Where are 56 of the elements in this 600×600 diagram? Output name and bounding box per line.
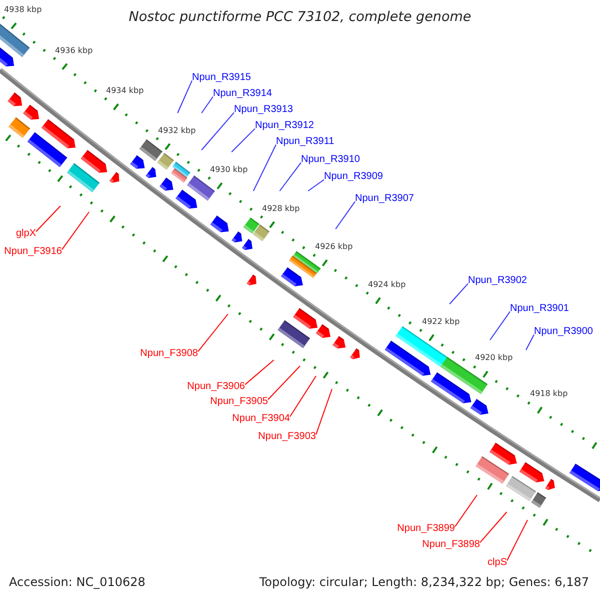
gene-label: Npun_R3907 bbox=[355, 193, 414, 205]
footer-text: Topology: circular; Length: 8,234,322 bp; Genes: 6,187 bbox=[259, 575, 589, 590]
map-title: Nostoc punctiforme PCC 73102, complete genome bbox=[128, 9, 472, 26]
leader-line bbox=[62, 212, 90, 250]
gene-label: Npun_F3899 bbox=[397, 523, 455, 535]
leader-line bbox=[506, 520, 528, 562]
scale-label: 4934 kbp bbox=[106, 86, 144, 96]
leader-line bbox=[308, 179, 324, 192]
gene-label: Npun_R3900 bbox=[534, 326, 593, 338]
gene-label: Npun_R3901 bbox=[510, 303, 569, 315]
leader-line bbox=[201, 112, 234, 150]
scale-label: 4936 kbp bbox=[55, 46, 93, 56]
leader-line bbox=[177, 80, 192, 114]
leader-line bbox=[290, 376, 316, 418]
leader-line bbox=[480, 512, 508, 544]
scale-label: 4920 kbp bbox=[475, 353, 513, 363]
leader-line bbox=[279, 162, 302, 192]
gene-label: Npun_F3905 bbox=[210, 396, 268, 408]
leader-line bbox=[201, 96, 214, 114]
leader-line bbox=[244, 360, 274, 386]
gene-label: Npun_F3916 bbox=[4, 246, 62, 258]
gene-label: Npun_R3912 bbox=[255, 120, 314, 132]
leader-line bbox=[335, 201, 356, 230]
gene-label: Npun_R3909 bbox=[324, 171, 383, 183]
scale-label: 4932 kbp bbox=[158, 126, 196, 136]
gene-label: Npun_F3904 bbox=[232, 413, 290, 425]
leader-line bbox=[316, 388, 332, 436]
scale-label: 4938 kbp bbox=[4, 5, 42, 15]
gene-label: Npun_R3915 bbox=[192, 72, 251, 84]
scale-label: 4926 kbp bbox=[315, 242, 353, 252]
leader-line bbox=[231, 128, 256, 152]
leader-line bbox=[449, 283, 468, 304]
scale-label: 4924 kbp bbox=[368, 280, 406, 290]
scale-label: 4930 kbp bbox=[210, 165, 248, 175]
leader-line bbox=[36, 206, 61, 232]
gene-label: Npun_R3902 bbox=[468, 275, 527, 287]
gene-label: Npun_F3908 bbox=[140, 348, 198, 360]
leader-line bbox=[198, 314, 228, 352]
gene-label: Npun_F3898 bbox=[422, 539, 480, 551]
scale-label: 4918 kbp bbox=[530, 389, 568, 399]
gene-label: Npun_R3911 bbox=[276, 136, 334, 148]
leader-line bbox=[454, 494, 478, 528]
leader-line bbox=[252, 144, 276, 192]
gene-label: Npun_R3914 bbox=[213, 88, 272, 100]
gene-label: clpS bbox=[488, 557, 507, 569]
leader-line bbox=[268, 366, 300, 400]
leader-line bbox=[526, 334, 534, 350]
footer-text: Accession: NC_010628 bbox=[9, 575, 146, 590]
gene-label: Npun_R3913 bbox=[234, 104, 293, 116]
scale-label: 4922 kbp bbox=[422, 317, 460, 327]
gene-label: glpX bbox=[16, 228, 36, 240]
gene-label: Npun_R3910 bbox=[301, 154, 360, 166]
gene-label: Npun_F3903 bbox=[258, 431, 316, 443]
scale-label: 4928 kbp bbox=[262, 204, 300, 214]
gene-label: Npun_F3906 bbox=[187, 381, 245, 393]
leader-line bbox=[490, 311, 510, 340]
